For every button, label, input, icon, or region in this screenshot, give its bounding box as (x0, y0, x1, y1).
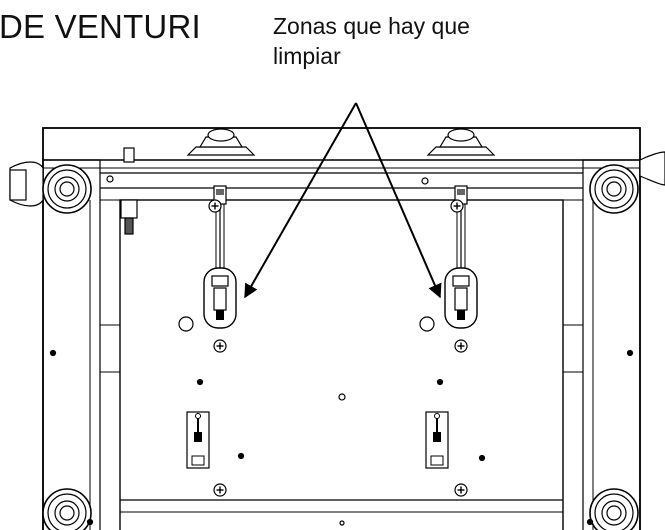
mounting-holes (49, 175, 634, 526)
arrow-icon-left (244, 102, 357, 299)
arrow-icon-right (355, 102, 442, 299)
knob-icon-right (426, 128, 496, 156)
section-heading: DE VENTURI (0, 8, 201, 45)
wheel-icon-top-left (42, 164, 92, 214)
latch-right (425, 411, 449, 469)
wheel-icon-top-right (589, 164, 639, 214)
wheel-icon-bottom-right (589, 488, 639, 530)
side-handles (9, 151, 665, 207)
pressure-fitting (120, 147, 138, 235)
cabinet-frame (42, 127, 641, 530)
knob-icon-left (186, 128, 256, 156)
callout-line-1: Zonas que hay que (273, 13, 470, 39)
latch-left (186, 411, 210, 469)
wheel-icon-bottom-left (42, 488, 92, 530)
callout-line-2: limpiar (273, 43, 341, 69)
callout-label: Zonas que hay que limpiar (273, 11, 573, 71)
